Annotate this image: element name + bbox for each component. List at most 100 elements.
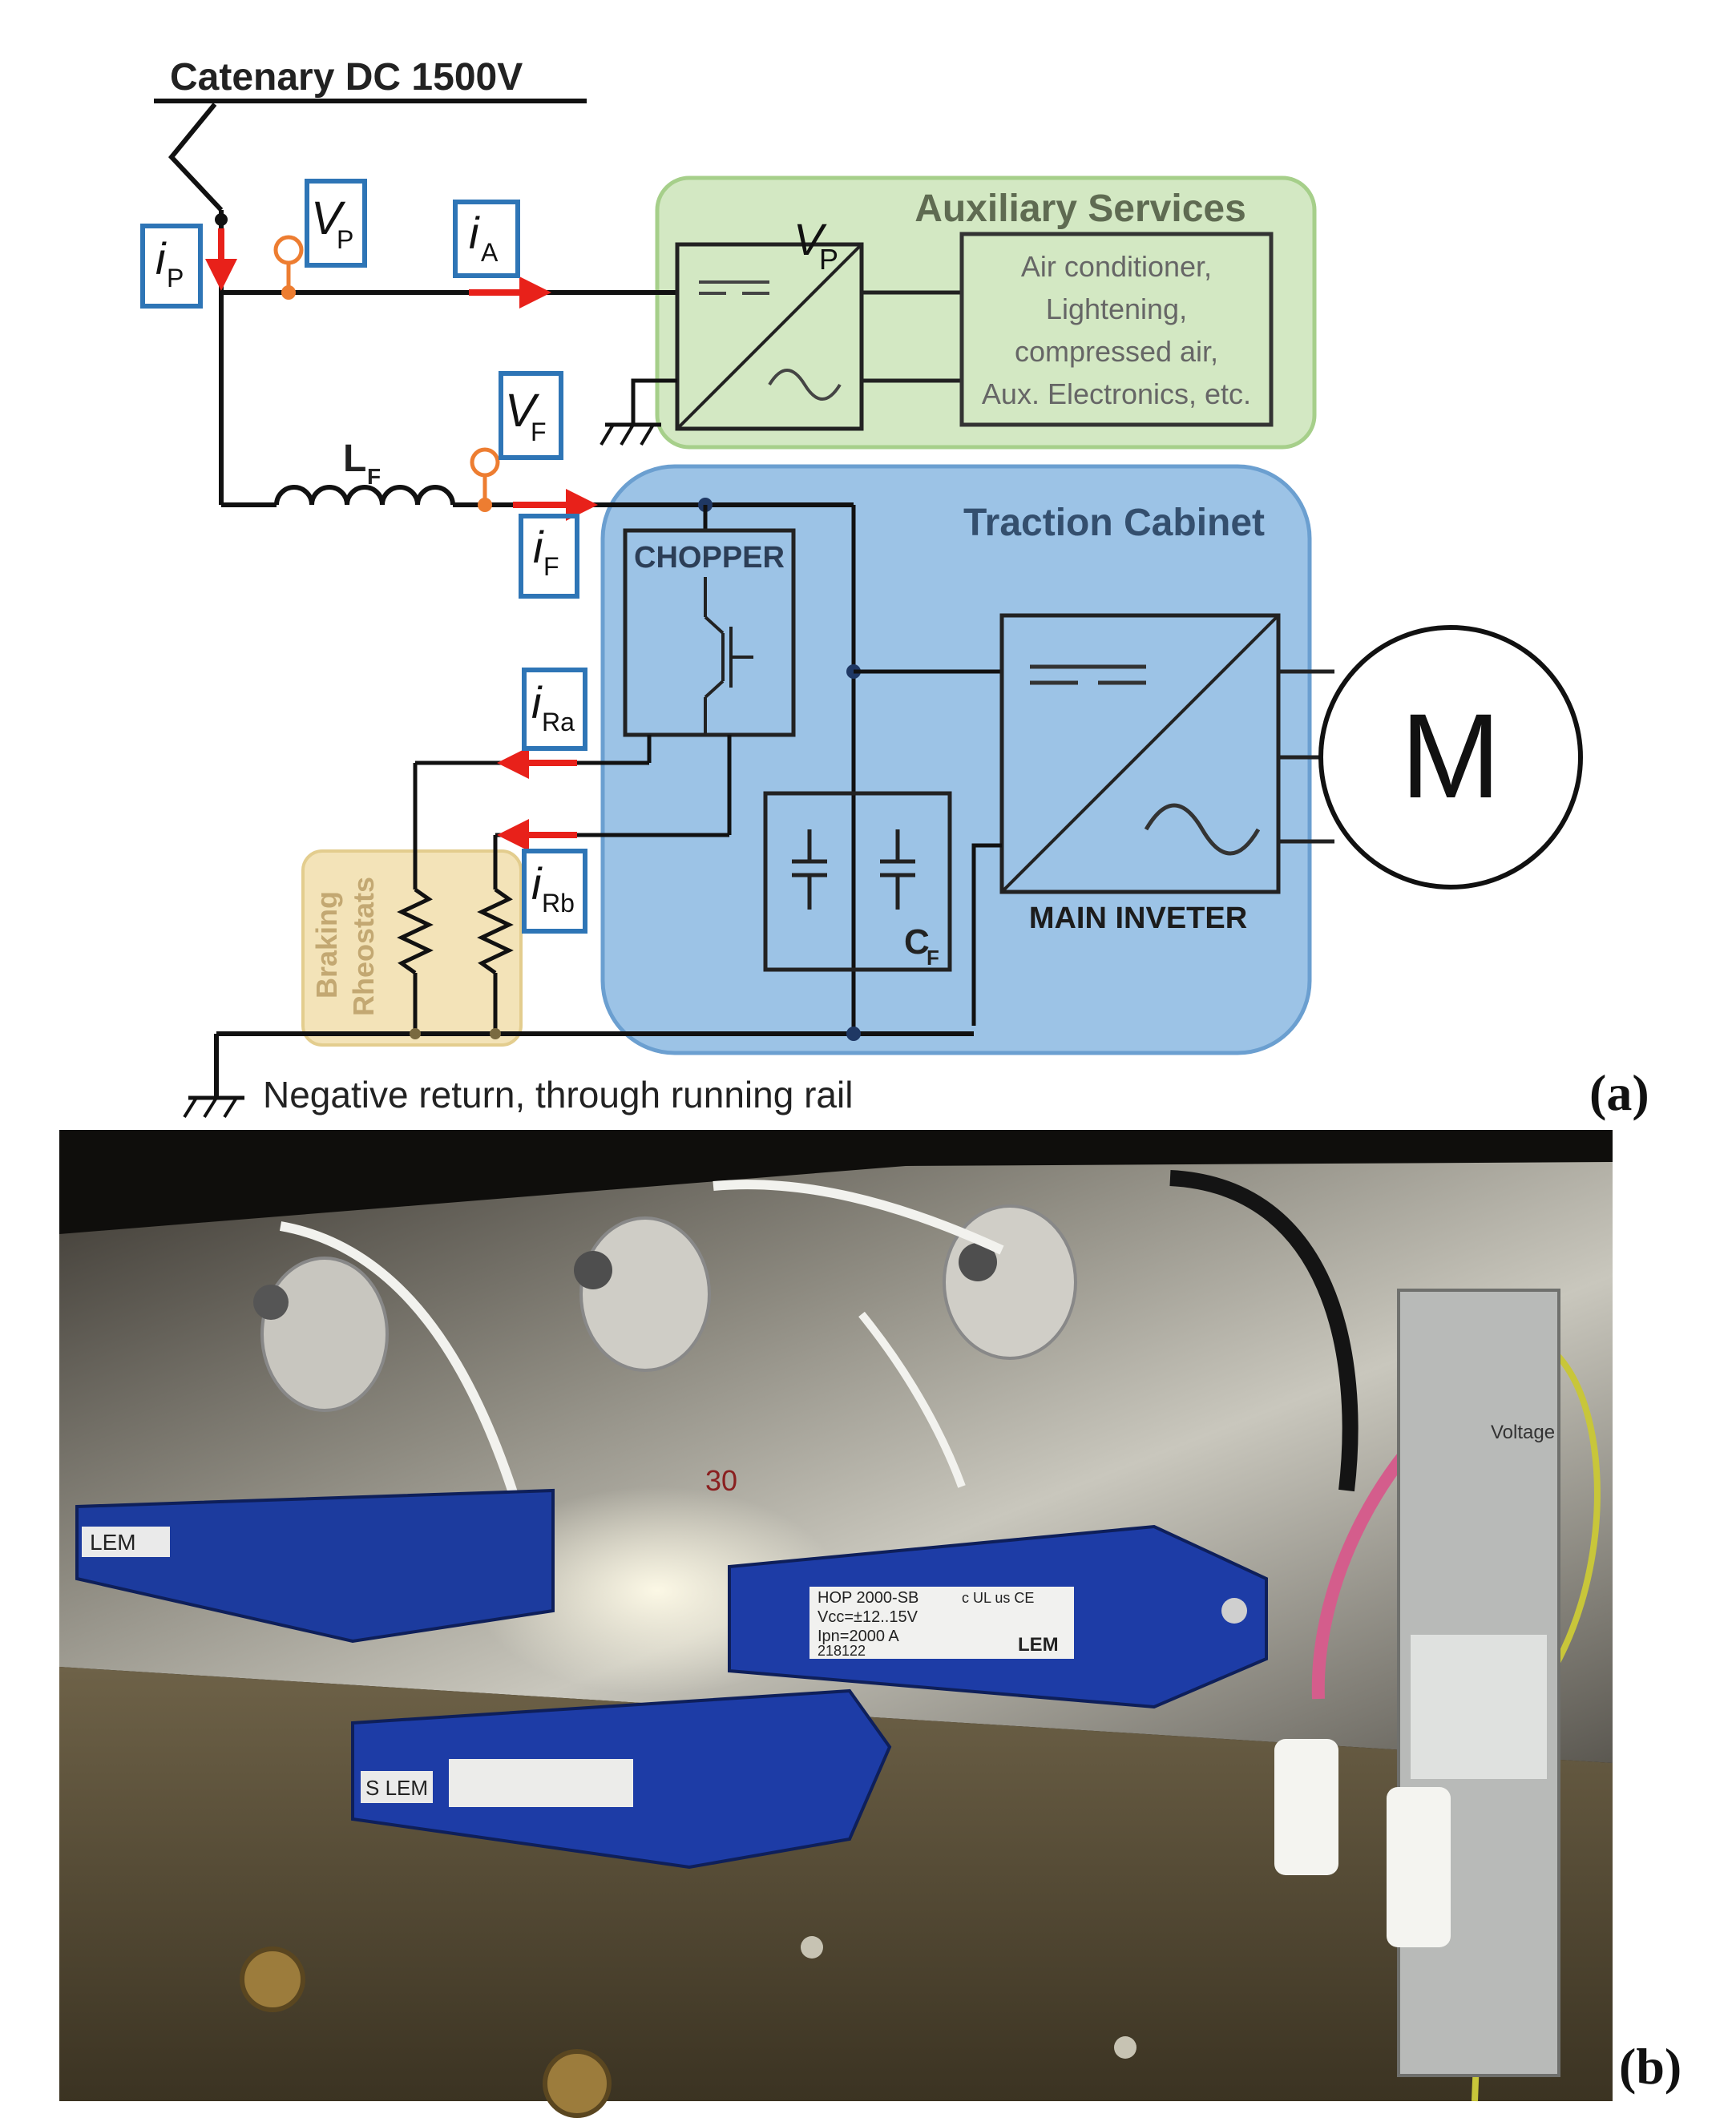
fuse-holder-2 (1387, 1787, 1451, 1947)
return-node-b (490, 1028, 501, 1039)
sensor-bottom-label: S LEM (365, 1776, 428, 1800)
aux-load-line-3: compressed air, (1015, 335, 1218, 368)
terminal-insulator-2 (574, 1216, 711, 1372)
current-sensor-bottom: S LEM (351, 1688, 892, 1870)
svg-text:V: V (311, 192, 346, 244)
ground-hatch-3 (223, 1096, 238, 1119)
sensor-left-label: LEM (90, 1530, 136, 1555)
aux-ground-hatch-3 (640, 423, 655, 446)
svg-text:i: i (155, 233, 167, 284)
black-cable (1169, 1170, 1359, 1492)
capacitor-symbols (792, 829, 915, 910)
current-sensor-right: LEM HOP 2000-SB Vcc=±12..15V Ipn=2000 A … (728, 1524, 1268, 1709)
main-inverter-diagonal (1000, 614, 1280, 894)
vf-probe-ring (470, 447, 500, 478)
vp-probe-ring (273, 235, 304, 265)
return-node-a (410, 1028, 421, 1039)
capacitor-box (763, 791, 952, 972)
svg-text:P: P (337, 225, 353, 254)
terminal-insulator-1 (253, 1257, 389, 1412)
igbt-symbol (704, 577, 753, 735)
inductor-label-sub: F (367, 464, 381, 489)
auxiliary-services-title: Auxiliary Services (914, 188, 1246, 230)
traction-cabinet-title: Traction Cabinet (963, 502, 1265, 544)
aux-converter-diagonal (676, 243, 863, 430)
floor-screw-2 (1114, 2036, 1136, 2059)
aux-load-line-1: Air conditioner, (1021, 250, 1212, 283)
rheostats-label-1: Braking (310, 891, 343, 998)
white-cable-3 (858, 1311, 966, 1488)
sensor-brand: LEM (1018, 1634, 1059, 1656)
svg-text:i: i (469, 208, 480, 258)
floor-screw-1 (801, 1936, 823, 1959)
svg-text:i: i (531, 858, 543, 909)
rheostat-b (477, 887, 514, 975)
ground-label: Negative return, through running rail (263, 1074, 853, 1115)
svg-text:F: F (531, 418, 547, 446)
svg-text:A: A (481, 238, 499, 267)
measurement-ip: i P (140, 224, 203, 309)
sensor-serial: 218122 (818, 1643, 866, 1659)
sensor-cert: c UL us CE (962, 1590, 1034, 1606)
measurement-if: i F (519, 514, 579, 599)
vf-probe-dot (478, 498, 492, 512)
inductor-label: L (343, 438, 366, 480)
aux-ground-wire (631, 378, 677, 425)
measurement-ira: i Ra (522, 668, 587, 751)
aux-loads-box (959, 232, 1274, 427)
inverter-ac (1144, 803, 1261, 856)
ac-symbol (768, 369, 842, 401)
chopper-label: CHOPPER (634, 541, 785, 575)
rheostats-label-2: Rheostats (347, 877, 380, 1016)
aux-load-line-2: Lightening, (1046, 292, 1187, 325)
svg-text:V: V (505, 385, 540, 437)
voltage-module-label: Voltage (1491, 1422, 1555, 1443)
floor-fitting-2 (543, 2049, 612, 2118)
fuse-holder (1274, 1739, 1338, 1875)
current-sensor-left: LEM (75, 1488, 555, 1644)
panel-b-label: (b) (1619, 2038, 1681, 2095)
traction-cabinet-box (600, 464, 1312, 1055)
vp-probe-dot (281, 285, 296, 300)
catenary-label: Catenary DC 1500V (170, 56, 523, 99)
sensor-supply: Vcc=±12..15V (818, 1608, 918, 1626)
inverter-return (971, 843, 1002, 1026)
junction-dot (215, 213, 228, 226)
aux-converter-voltage: V (793, 214, 827, 264)
aux-load-line-4: Aux. Electronics, etc. (982, 377, 1251, 410)
chopper-box (623, 528, 796, 737)
measurement-ia: i A (453, 200, 520, 278)
return-node-c (846, 1027, 861, 1041)
sensor-rating: Ipn=2000 A (818, 1628, 899, 1645)
measurement-vp: V P (305, 179, 367, 268)
motor-label: M (1401, 688, 1501, 823)
floor-fitting-1 (240, 1946, 305, 2012)
photo-panel: Voltage LEM LEM HOP 2000-SB Vcc=±12..15V… (59, 1130, 1681, 2118)
ground-hatch-2 (203, 1096, 218, 1119)
measurement-vf: V F (499, 371, 563, 460)
capacitor-label-sub: F (927, 946, 939, 970)
svg-text:i: i (533, 522, 544, 572)
main-inverter-box (999, 613, 1281, 894)
svg-text:P: P (167, 264, 184, 292)
svg-text:Ra: Ra (542, 708, 575, 736)
aux-converter (675, 242, 864, 431)
aux-ground-hatch-1 (600, 423, 615, 446)
aux-ground-hatch-2 (620, 423, 635, 446)
white-cable-2 (713, 1180, 1004, 1255)
rheostat-a (397, 887, 434, 975)
diagram-panel: Catenary DC 1500V V P Air conditioner, L… (140, 56, 1649, 1121)
motor (1318, 625, 1583, 890)
pantograph (168, 103, 224, 212)
capacitor-label: C (904, 922, 930, 962)
svg-text:F: F (543, 552, 559, 581)
ground-hatch-1 (183, 1096, 198, 1119)
voltage-module: Voltage (1397, 1289, 1560, 2077)
svg-text:i: i (531, 677, 543, 728)
tape-mark: 30 (705, 1464, 737, 1497)
cabinet-top-edge (59, 1130, 1613, 1234)
measurement-irb: i Rb (522, 849, 587, 934)
sensor-model: HOP 2000-SB (818, 1589, 918, 1607)
svg-text:Rb: Rb (542, 889, 575, 918)
